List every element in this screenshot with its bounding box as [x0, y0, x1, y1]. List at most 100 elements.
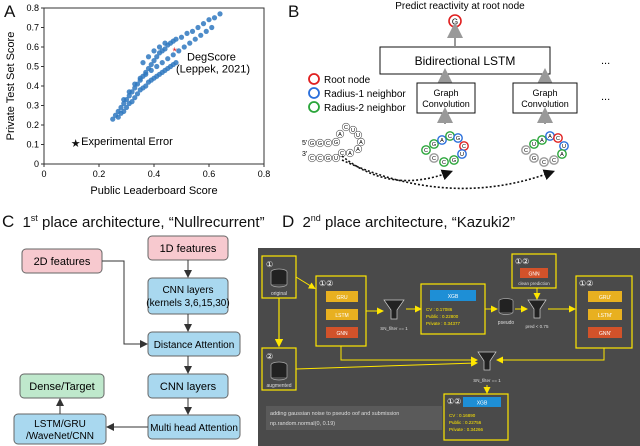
- b-legend-r1: Radius-1 neighbor: [324, 89, 406, 100]
- panel-c-diagram: 1D features 2D features CNN layers (kern…: [13, 235, 241, 445]
- a-submission-point: [176, 48, 182, 54]
- b-output-node-label: G: [452, 18, 458, 27]
- d-circ12-a: ①②: [319, 279, 333, 288]
- d-funnel-2: [527, 299, 547, 319]
- a-submission-point: [126, 93, 132, 99]
- a-ytick-label: 0.3: [26, 101, 39, 111]
- a-ylabel: Private Test Set Score: [5, 32, 17, 141]
- b-seq-base-label: C: [326, 141, 330, 147]
- b-graph-base: [529, 153, 539, 163]
- a-submission-point: [143, 83, 149, 89]
- a-exp-error-point: ★: [71, 138, 81, 150]
- a-submission-point: [165, 56, 171, 62]
- d-db-pseudo: [498, 298, 514, 315]
- d-frame-clean: [511, 253, 557, 289]
- a-ytick-label: 0.1: [26, 140, 39, 150]
- panel-d-title-text: place architecture, “Kazuki2”: [320, 214, 516, 231]
- b-seq-base: [353, 130, 363, 140]
- c-label-lstm-l1: LSTM/GRU: [34, 419, 86, 430]
- b-legend: Root node Radius-1 neighbor Radius-2 nei…: [308, 73, 406, 114]
- d-circ12-c: ①②: [579, 279, 593, 288]
- b-legend-r1-swatch: [308, 87, 320, 99]
- a-submission-point: [132, 81, 138, 87]
- c-arrow-2d-dist: [102, 260, 148, 348]
- b-graph-base-label: C: [424, 148, 428, 154]
- a-submission-point: [170, 52, 176, 58]
- b-graph-base-label: G: [452, 158, 456, 164]
- a-submission-point: [154, 54, 160, 60]
- a-submission-point: [211, 15, 218, 21]
- d-funnel-1: [383, 299, 405, 320]
- b-seq-base: [335, 129, 345, 139]
- c-label-cnn2: CNN layers: [160, 381, 217, 393]
- d-noise-box: [266, 406, 442, 430]
- b-seq-base-label: C: [340, 151, 344, 157]
- a-ytick-label: 0.5: [26, 62, 39, 72]
- a-submission-point: [115, 114, 121, 120]
- a-submission-point: [151, 48, 157, 54]
- panel-c-title-prefix: 1: [22, 214, 31, 231]
- a-annot-exp-error: Experimental Error: [81, 136, 173, 148]
- b-gc2-l2: Convolution: [521, 99, 569, 109]
- c-label-lstm-l2: /WaveNet/CNN: [26, 431, 94, 442]
- d-frame-xgb2: [443, 393, 509, 441]
- b-graph-base: [521, 145, 531, 155]
- d-sn-filter-1: SN_filter == 1: [380, 326, 408, 331]
- a-submission-point: [162, 46, 168, 52]
- b-dotted-arrow-1: [341, 155, 453, 182]
- d-gru2: GRU': [599, 295, 611, 301]
- b-gc2-l1: Graph: [532, 88, 557, 98]
- a-xtick-label: 0.4: [148, 169, 161, 179]
- d-xgb2: XGB: [477, 401, 488, 407]
- b-graph-base-label: C: [524, 148, 528, 154]
- b-graph-base-label: G: [456, 136, 460, 142]
- d-db-augmented: [270, 361, 288, 381]
- b-graph-base-label: U: [460, 152, 464, 158]
- b-seq-base: [307, 153, 317, 163]
- b-seq-base-label: G: [334, 140, 338, 146]
- a-submission-point: [154, 63, 160, 70]
- b-graph-base: [557, 149, 567, 159]
- a-submission-point: [159, 60, 165, 66]
- d-arrow-aug-filter: [295, 359, 478, 370]
- b-graph-base-label: A: [540, 138, 544, 144]
- d-circ-2: ②: [266, 352, 273, 361]
- a-submission-point: [121, 108, 127, 114]
- b-seq-base-label: C: [310, 156, 314, 162]
- d-gru2-box: [588, 291, 622, 302]
- c-label-cnn1-l1: CNN layers: [162, 285, 213, 296]
- b-seq-base: [341, 122, 351, 132]
- b-seq-base: [323, 138, 333, 148]
- a-ytick-label: 0.8: [26, 3, 39, 13]
- d-gnn2-box: [588, 327, 622, 338]
- b-legend-root: Root node: [324, 75, 371, 86]
- d-circ12-b: ①②: [515, 257, 529, 266]
- a-ytick-label: 0: [34, 159, 39, 169]
- d-gnn-box: [326, 327, 358, 338]
- b-graph-base-label: C: [462, 144, 466, 150]
- b-graph-base-label: C: [432, 156, 436, 162]
- d-gnn-clean-box: [520, 268, 548, 278]
- a-xtick-label: 0: [41, 169, 46, 179]
- c-label-dense: Dense/Target: [29, 381, 94, 393]
- b-dotted-arrow-2: [341, 159, 555, 190]
- d-cv2-0: CV : 0.16890: [449, 413, 476, 418]
- b-legend-r2: Radius-2 neighbor: [324, 103, 406, 114]
- panel-c-letter: C: [2, 212, 15, 231]
- d-gnn: GNN: [336, 331, 348, 337]
- d-arrow-models2-filter: [496, 348, 605, 364]
- d-cv1-0: CV : 0.17086: [426, 307, 453, 312]
- a-xtick-label: 0.8: [258, 169, 271, 179]
- d-pseudo: pseudo: [498, 320, 515, 326]
- d-cv1-1: Public : 0.22800: [426, 314, 459, 319]
- a-submission-point: [129, 99, 135, 105]
- a-degscore-point: *: [172, 46, 177, 58]
- b-seq-base-label: A: [359, 140, 363, 146]
- d-lstm: LSTM: [335, 313, 348, 319]
- d-cv2-2: Private : 0.34266: [449, 427, 484, 432]
- d-lstm2-box: [588, 309, 622, 320]
- b-seq-base: [348, 125, 358, 135]
- a-submission-point: [132, 95, 138, 101]
